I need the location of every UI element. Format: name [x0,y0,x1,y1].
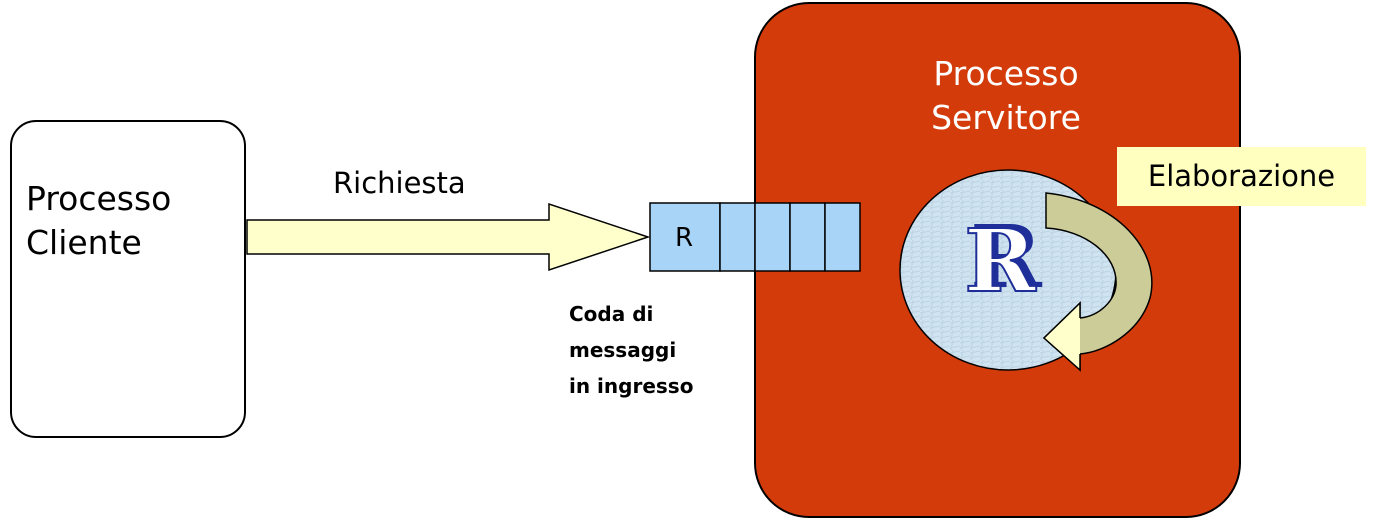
client-process-box: Processo Cliente [10,120,246,438]
server-process-title: Processo Servitore [931,54,1081,137]
queue-cell [824,202,861,272]
queue-cell [719,202,756,272]
queue-cell [754,202,791,272]
processing-label: Elaborazione [1117,147,1366,206]
queue-first-cell-label: R [675,223,693,253]
client-process-title: Processo Cliente [26,179,172,262]
processing-arrow-head [1042,301,1081,372]
request-label: Richiesta [333,166,466,200]
message-r-icon: R R [963,207,1042,313]
queue-label: Coda di messaggi in ingresso [569,302,694,398]
queue-cell [789,202,826,272]
request-arrow [246,202,651,272]
message-r-letter: R [964,211,1036,312]
message-queue: R [649,202,861,272]
queue-cell [649,202,721,272]
svg-text:R: R [970,207,1042,308]
